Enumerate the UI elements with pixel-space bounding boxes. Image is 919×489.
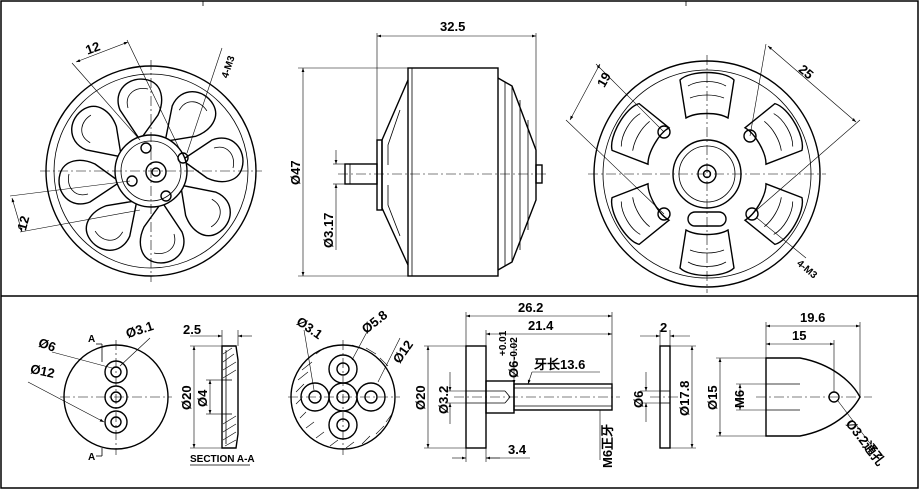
adapter-dim-tol-minus: -0.02 (509, 337, 520, 360)
section-dim-phi20: Ø20 (179, 385, 194, 410)
front-shaft-hole (145, 161, 167, 183)
rear-mount-hole (657, 207, 671, 221)
side-dim-length: 32.5 (440, 19, 465, 34)
motor-front-view: 12 12 4-M3 (9, 39, 262, 282)
adapter-dim-phi6: Ø6 (506, 361, 521, 378)
adapter-dim-m6-thread: M6正牙 (600, 424, 615, 468)
motor-rear-view: 19 25 4-M3 (565, 43, 861, 293)
spinner-nut-view: 19.6 15 Ø15 M6 Ø3.2通孔 (705, 310, 888, 468)
front-mount-hole (126, 175, 138, 187)
adapter-dim-phi12: Ø12 (390, 337, 416, 366)
mount-dim-phi3-1: Ø3.1 (124, 318, 155, 341)
washer-dim-phi6: Ø6 (631, 391, 646, 408)
mount-section-marker-top: A (88, 334, 95, 345)
rear-mount-hole (657, 125, 671, 139)
rear-dim-25: 25 (796, 61, 817, 82)
mount-section-marker-bottom: A (88, 452, 95, 463)
section-dim-thickness: 2.5 (183, 322, 201, 337)
adapter-dim-26-2: 26.2 (518, 300, 543, 315)
spinner-dim-phi15: Ø15 (705, 385, 720, 410)
adapter-dim-3-4: 3.4 (508, 442, 527, 457)
section-label: SECTION A-A (190, 454, 255, 465)
section-dim-phi4: Ø4 (195, 389, 210, 407)
rear-mount-hole (743, 129, 757, 143)
front-view-spokes (58, 78, 244, 264)
rear-mount-hole (745, 207, 759, 221)
adapter-dim-phi3-2: Ø3.2 (436, 386, 451, 414)
front-dim-12-left: 12 (14, 214, 32, 232)
adapter-dim-phi20: Ø20 (413, 385, 428, 410)
adapter-dim-thread-length: 牙长13.6 (534, 357, 585, 372)
mount-dim-phi12: Ø12 (29, 361, 56, 381)
front-mount-hole (177, 152, 189, 164)
mount-section-view: 2.5 Ø20 Ø4 SECTION A-A (179, 322, 255, 466)
washer-dim-phi17-8: Ø17.8 (677, 381, 692, 416)
rear-dim-19: 19 (594, 70, 614, 90)
adapter-dim-phi3-1: Ø3.1 (294, 314, 326, 342)
side-dim-outer-diameter: Ø47 (288, 160, 303, 185)
front-dim-4m3: 4-M3 (220, 54, 238, 79)
front-dim-12-top: 12 (83, 39, 102, 58)
side-dim-shaft-diameter: Ø3.17 (321, 213, 336, 248)
washer-view: 2 Ø6 Ø17.8 (631, 320, 696, 449)
front-mount-hole (160, 190, 172, 202)
mount-dim-phi6: Ø6 (36, 335, 57, 355)
adapter-dim-21-4: 21.4 (528, 318, 554, 333)
adapter-dim-tol-plus: +0.01 (498, 330, 509, 356)
spinner-dim-m6: M6 (732, 390, 747, 408)
motor-side-view: 32.5 Ø47 Ø3.17 (288, 19, 548, 277)
spinner-dim-15: 15 (792, 328, 806, 343)
rear-dim-4m3: 4-M3 (794, 258, 819, 281)
prop-adapter-side-view: 26.2 21.4 Ø6 +0.01 -0.02 牙长13.6 Ø20 Ø3.2… (413, 300, 620, 468)
spinner-dim-19-6: 19.6 (800, 310, 825, 325)
washer-dim-2: 2 (660, 320, 667, 335)
adapter-dim-phi5-8: Ø5.8 (359, 307, 390, 336)
prop-adapter-front-view: Ø3.1 Ø5.8 Ø12 (288, 307, 416, 455)
spinner-dim-phi3-2: Ø3.2通孔 (843, 416, 888, 468)
mount-front-view: A A Ø6 Ø3.1 Ø12 (27, 318, 172, 463)
front-mount-hole (140, 142, 152, 154)
